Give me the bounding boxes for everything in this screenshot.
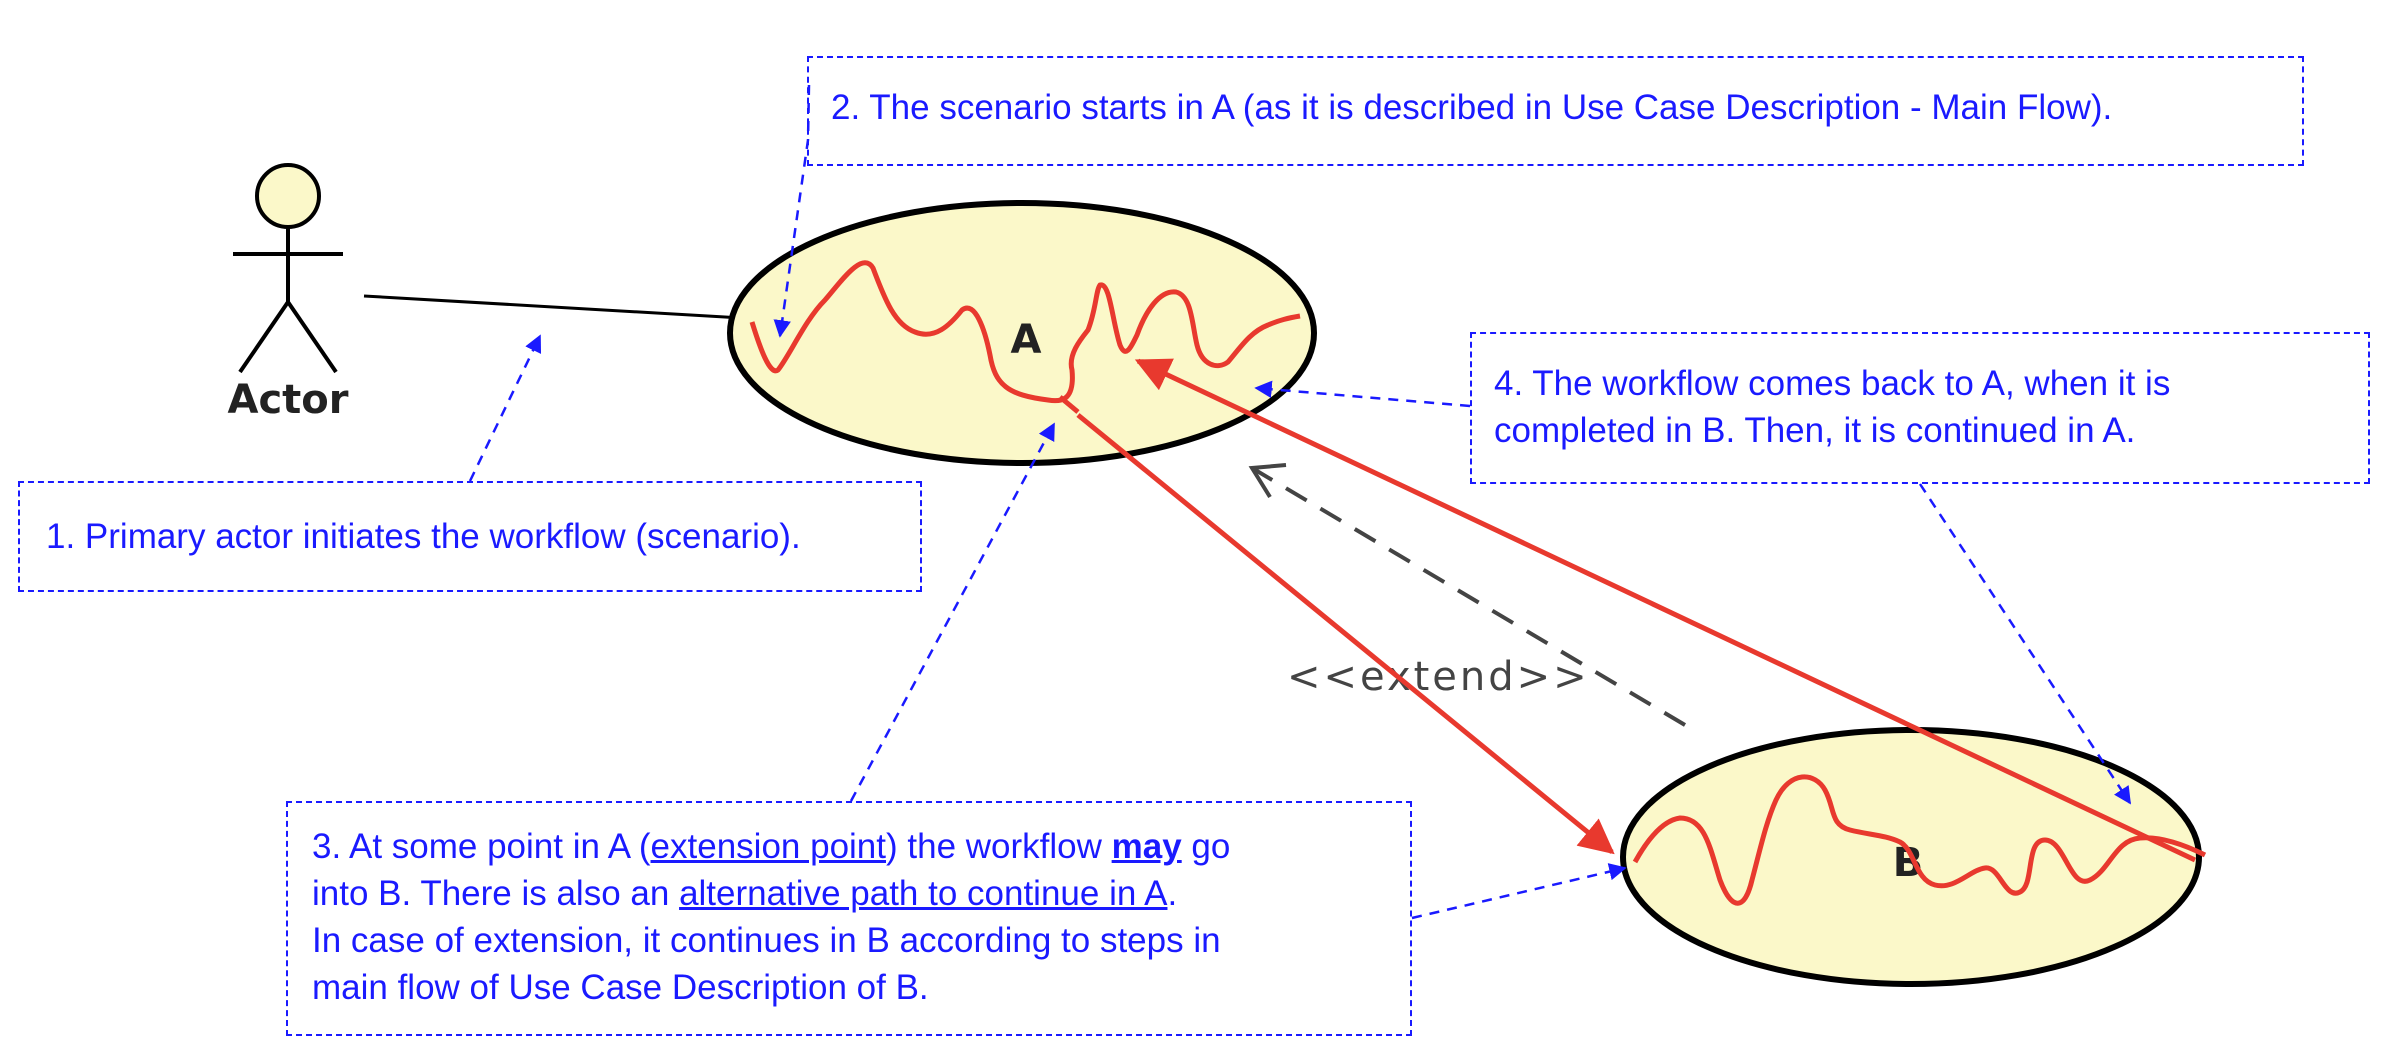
may-term: may	[1111, 827, 1182, 866]
flow-to-b-arrow	[1076, 413, 1615, 855]
note-extension-point: 3. At some point in A (extension point) …	[286, 801, 1412, 1036]
note-3-line-3: In case of extension, it continues in B …	[312, 921, 1221, 960]
extend-arrow-head	[1248, 463, 1287, 499]
extend-stereotype: <<extend>>	[1287, 654, 1590, 700]
extension-point-term: extension point	[650, 827, 886, 866]
leader-note-4-to-b	[1918, 483, 2132, 805]
actor-label: Actor	[228, 377, 349, 423]
note-3-l1-c: go	[1181, 827, 1231, 866]
association-line	[363, 294, 743, 320]
extend-arrow-line	[1250, 466, 1687, 727]
note-1-text: 1. Primary actor initiates the workflow …	[46, 517, 801, 556]
note-3-l1-b: ) the workflow	[886, 827, 1112, 866]
note-primary-actor: 1. Primary actor initiates the workflow …	[18, 481, 922, 592]
flow-back-to-a-arrow	[1134, 358, 2197, 863]
note-scenario-start: 2. The scenario starts in A (as it is de…	[807, 56, 2304, 166]
flow-path-b	[1632, 774, 2207, 906]
note-2-text: 2. The scenario starts in A (as it is de…	[831, 88, 2113, 127]
note-3-l2-a: into B. There is also an	[312, 874, 680, 913]
note-3-line-4: main flow of Use Case Description of B.	[312, 968, 929, 1007]
leader-note-3-to-b	[1411, 863, 1627, 920]
leader-note-1	[468, 334, 542, 482]
note-4-line-1: 4. The workflow comes back to A, when it…	[1494, 364, 2171, 403]
use-case-a-label: A	[1011, 317, 1042, 363]
leader-note-4-to-a	[1254, 380, 1471, 408]
note-workflow-returns: 4. The workflow comes back to A, when it…	[1470, 332, 2370, 484]
alternative-path-term: alternative path to continue in A	[679, 874, 1168, 913]
note-3-line-2: into B. There is also an alternative pat…	[312, 870, 1410, 917]
note-3-l1-a: 3. At some point in A (	[312, 827, 651, 866]
note-3-line-1: 3. At some point in A (extension point) …	[312, 823, 1410, 870]
note-3-l2-b: .	[1167, 874, 1178, 913]
use-case-a	[727, 200, 1317, 466]
actor-figure	[233, 163, 343, 374]
actor-head	[255, 163, 321, 229]
flow-path-a	[749, 260, 1301, 404]
note-4-line-2: completed in B. Then, it is continued in…	[1494, 411, 2136, 450]
flow-break-a	[1058, 395, 1080, 414]
